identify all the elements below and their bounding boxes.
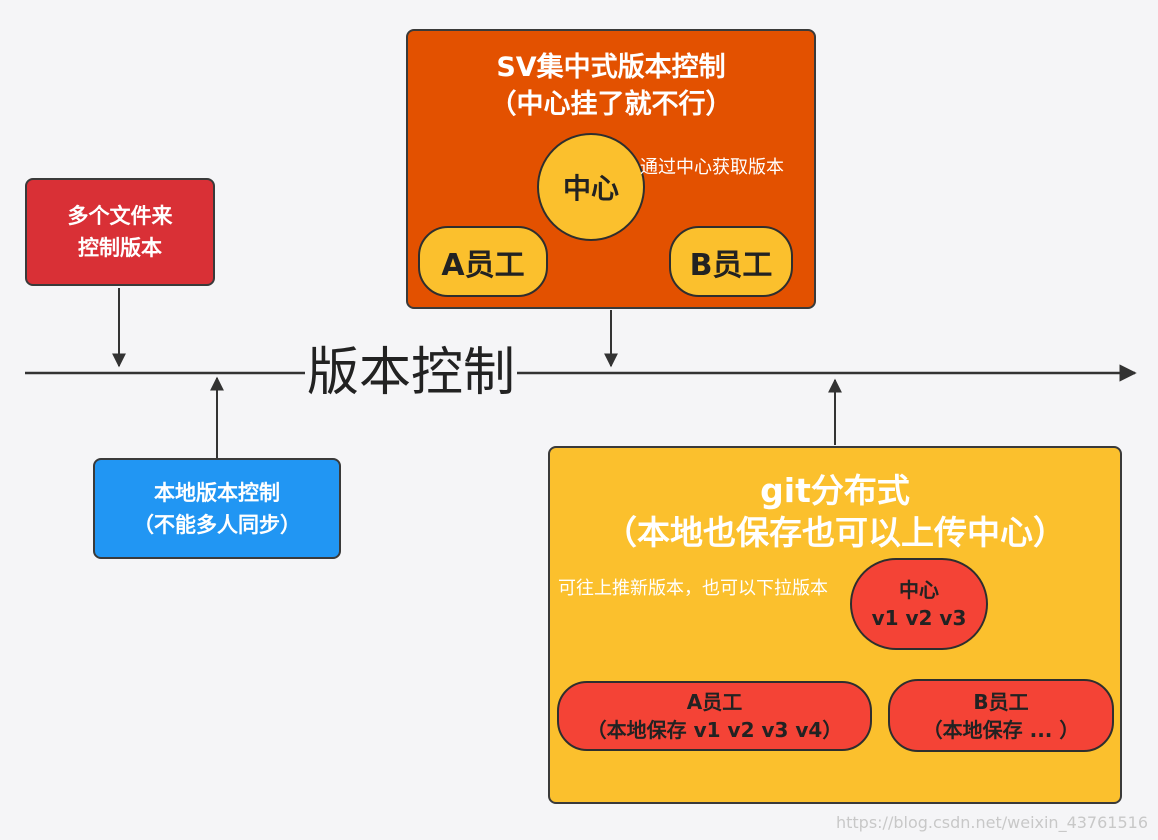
multi-file-line2: 控制版本: [78, 236, 162, 260]
svn-subtitle: （中心挂了就不行）: [489, 89, 733, 120]
timeline-label: 版本控制: [305, 340, 518, 406]
local-vcs-box: 本地版本控制 （不能多人同步）: [93, 458, 341, 559]
git-subtitle: （本地也保存也可以上传中心）: [604, 513, 1066, 552]
git-employee-a-line2: （本地保存 v1 v2 v3 v4）: [586, 718, 843, 742]
multi-file-line1: 多个文件来: [67, 204, 173, 228]
git-employee-b-line1: B员工: [973, 689, 1029, 714]
local-vcs-line1: 本地版本控制: [154, 480, 280, 505]
git-employee-a: A员工 （本地保存 v1 v2 v3 v4）: [557, 681, 872, 751]
svn-center-node: 中心: [537, 133, 645, 241]
git-employee-b: B员工 （本地保存 ... ）: [888, 679, 1114, 752]
multi-file-box: 多个文件来 控制版本: [25, 178, 215, 286]
watermark: https://blog.csdn.net/weixin_43761516: [835, 813, 1148, 832]
git-employee-b-line2: （本地保存 ... ）: [922, 717, 1080, 742]
git-employee-a-line1: A员工: [686, 690, 743, 714]
git-center-line1: 中心: [899, 578, 939, 602]
git-center-line2: v1 v2 v3: [871, 606, 967, 630]
git-note: 可往上推新版本，也可以下拉版本: [558, 578, 828, 599]
svn-note: 通过中心获取版本: [640, 157, 784, 178]
local-vcs-line2: （不能多人同步）: [133, 512, 301, 537]
git-center-node: 中心 v1 v2 v3: [850, 558, 988, 650]
svn-title: SV集中式版本控制: [496, 52, 726, 83]
git-title: git分布式: [760, 471, 910, 510]
svn-employee-a: A员工: [418, 226, 548, 297]
svn-employee-b: B员工: [669, 226, 793, 297]
